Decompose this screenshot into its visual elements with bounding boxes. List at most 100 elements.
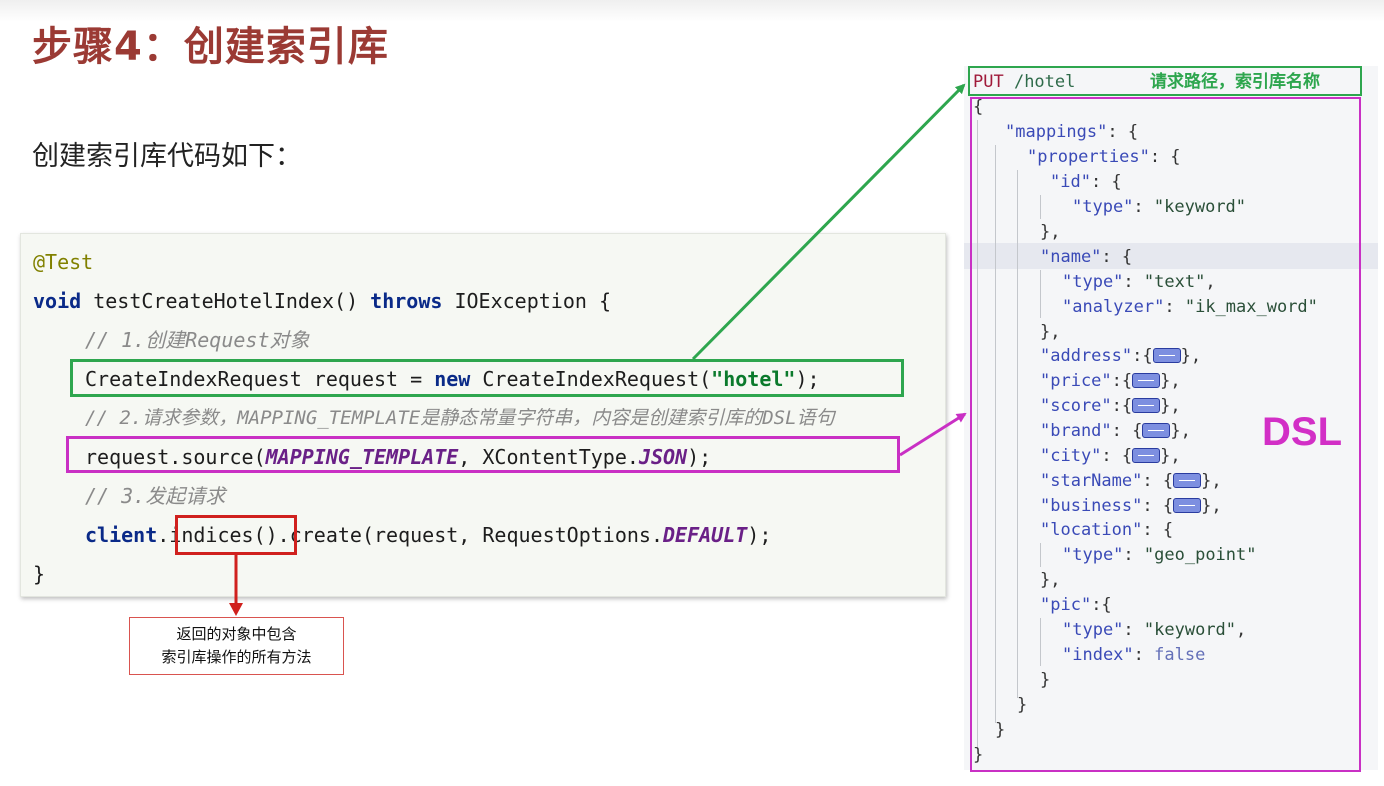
code-l8-part3: ); xyxy=(747,523,772,547)
dsl-brace: } xyxy=(1017,695,1028,715)
code-line-1: @Test xyxy=(33,248,93,276)
dsl-line: { xyxy=(973,95,983,119)
code-line-6: request.source(MAPPING_TEMPLATE, XConten… xyxy=(85,443,711,471)
index-value: false xyxy=(1154,645,1206,665)
top-shade xyxy=(0,0,1384,22)
price-key: "price" xyxy=(1040,371,1112,391)
code-comment-1: // 1.创建Request对象 xyxy=(85,328,310,352)
dsl-line: "location": { xyxy=(1040,520,1174,540)
dsl-line: "starName": {}, xyxy=(1040,471,1222,491)
type-value: "geo_point" xyxy=(1143,545,1257,565)
dsl-line: "index": false xyxy=(1062,645,1206,665)
code-line-2: void testCreateHotelIndex() throws IOExc… xyxy=(33,287,611,315)
dsl-brace: }, xyxy=(1040,222,1061,242)
dsl-brace: }, xyxy=(1040,570,1061,590)
request-line-highlight xyxy=(70,359,904,397)
dsl-brace: { xyxy=(973,97,984,117)
mappings-key: "mappings" xyxy=(1005,122,1108,142)
type-value: "keyword" xyxy=(1153,197,1247,217)
exception-type: IOException { xyxy=(442,289,611,313)
dsl-line: "pic":{ xyxy=(1040,595,1112,615)
dsl-line: "type": "text", xyxy=(1062,272,1216,292)
dsl-current-line-highlight xyxy=(964,243,1378,269)
dsl-brace: } xyxy=(995,720,1006,740)
indent-guide xyxy=(1040,618,1041,666)
location-key: "location" xyxy=(1040,520,1143,540)
code-l6-part2: , XContentType. xyxy=(458,445,639,469)
dsl-line: "name": { xyxy=(1040,247,1133,267)
client-field: client xyxy=(85,523,158,547)
indent-guide xyxy=(1040,543,1041,567)
dsl-line: "mappings": { xyxy=(1005,122,1139,142)
type-key: "type" xyxy=(1062,545,1124,565)
analyzer-value: "ik_max_word" xyxy=(1184,297,1318,317)
code-l8-part2: .create(request, RequestOptions. xyxy=(277,523,663,547)
indices-call: indices() xyxy=(169,523,278,547)
dsl-line: } xyxy=(973,743,983,767)
fold-expand-icon[interactable] xyxy=(1132,373,1161,388)
code-comment-3: // 3.发起请求 xyxy=(85,484,226,508)
fold-expand-icon[interactable] xyxy=(1173,498,1202,513)
fold-expand-icon[interactable] xyxy=(1152,348,1181,363)
pic-key: "pic" xyxy=(1040,595,1092,615)
analyzer-key: "analyzer" xyxy=(1062,297,1165,317)
code-l8-dot: . xyxy=(157,523,170,547)
indent-guide xyxy=(995,145,996,723)
name-key: "name" xyxy=(1040,247,1102,267)
dsl-line: "type": "keyword" xyxy=(1072,197,1247,217)
code-l6-part3: ); xyxy=(687,445,712,469)
fold-expand-icon[interactable] xyxy=(1173,473,1202,488)
dsl-line: } xyxy=(1040,668,1050,692)
dsl-line: "score":{}, xyxy=(1040,396,1181,416)
code-line-8: client.indices().create(request, Request… xyxy=(85,521,771,549)
dsl-request-line: PUT /hotel xyxy=(973,70,1075,94)
magenta-arrow xyxy=(899,412,967,457)
dsl-line: "price":{}, xyxy=(1040,371,1181,391)
type-key: "type" xyxy=(1062,620,1124,640)
dsl-line: "type": "geo_point" xyxy=(1062,545,1257,565)
green-arrow xyxy=(691,83,966,361)
code-l4-part1: CreateIndexRequest request = xyxy=(85,367,435,391)
annotation-test: @Test xyxy=(33,250,94,274)
indent-guide xyxy=(1017,170,1018,698)
callout-line-2: 索引库操作的所有方法 xyxy=(161,648,312,666)
brand-key: "brand" xyxy=(1040,421,1112,441)
dsl-line: "address":{}, xyxy=(1040,346,1202,366)
dsl-panel xyxy=(964,66,1378,770)
type-key: "type" xyxy=(1062,272,1124,292)
keyword-throws: throws xyxy=(370,289,443,313)
city-key: "city" xyxy=(1040,446,1102,466)
dsl-line: "business": {}, xyxy=(1040,496,1222,516)
address-key: "address" xyxy=(1040,346,1133,366)
code-comment-2: // 2.请求参数，MAPPING_TEMPLATE是静态常量字符串，内容是创建… xyxy=(85,407,835,429)
score-key: "score" xyxy=(1040,396,1112,416)
dsl-line: }, xyxy=(1040,220,1060,244)
method-signature: testCreateHotelIndex() xyxy=(81,289,371,313)
dsl-line: }, xyxy=(1040,320,1060,344)
indices-highlight xyxy=(175,515,297,555)
request-path-label: 请求路径，索引库名称 xyxy=(1150,72,1320,92)
dsl-line: "analyzer": "ik_max_word" xyxy=(1062,297,1318,317)
type-value: "text" xyxy=(1143,272,1206,292)
dsl-line: "brand": {}, xyxy=(1040,421,1191,441)
code-l6-part1: request.source( xyxy=(85,445,266,469)
type-key: "type" xyxy=(1072,197,1134,217)
code-l4-part3: ); xyxy=(795,367,820,391)
index-key: "index" xyxy=(1062,645,1134,665)
indices-callout: 返回的对象中包含 索引库操作的所有方法 xyxy=(129,617,344,675)
request-path-highlight xyxy=(968,66,1362,96)
page-title: 步骤4：创建索引库 xyxy=(32,24,389,70)
business-key: "business" xyxy=(1040,496,1143,516)
code-block xyxy=(20,233,946,597)
source-line-highlight xyxy=(66,436,900,473)
fold-expand-icon[interactable] xyxy=(1142,423,1171,438)
fold-expand-icon[interactable] xyxy=(1132,398,1161,413)
json-const: JSON xyxy=(638,445,688,469)
indent-guide xyxy=(977,120,978,748)
starname-key: "starName" xyxy=(1040,471,1143,491)
dsl-brace: }, xyxy=(1040,322,1061,342)
indent-guide xyxy=(1040,195,1041,219)
index-name-string: "hotel" xyxy=(711,367,796,391)
fold-expand-icon[interactable] xyxy=(1132,448,1161,463)
